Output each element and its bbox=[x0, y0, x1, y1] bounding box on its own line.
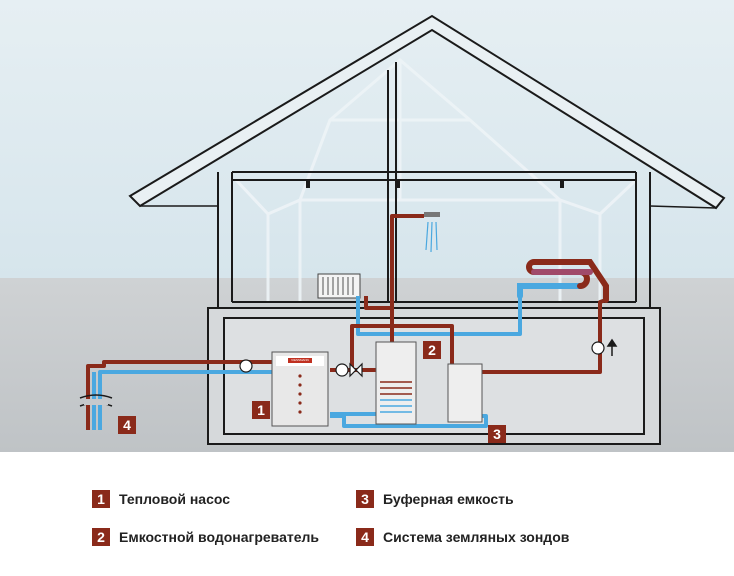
legend-badge: 2 bbox=[92, 528, 110, 546]
legend-label: Тепловой насос bbox=[119, 491, 231, 507]
marker-heat-pump: 1 bbox=[252, 401, 270, 419]
legend-label: Буферная емкость bbox=[383, 491, 514, 507]
legend-item-buffer-tank: 3 Буферная емкость bbox=[356, 490, 514, 508]
legend-item-water-heater: 2 Емкостной водонагреватель bbox=[92, 528, 319, 546]
arrow-up-icon bbox=[606, 338, 618, 356]
shower bbox=[424, 212, 440, 253]
probe-break-gap bbox=[84, 399, 108, 405]
legend-badge: 1 bbox=[92, 490, 110, 508]
radiator bbox=[317, 273, 361, 299]
legend-label: Емкостной водонагреватель bbox=[119, 529, 320, 545]
roof-lines bbox=[140, 205, 717, 209]
marker-buffer-tank: 3 bbox=[488, 425, 506, 443]
floor-heating-coil bbox=[517, 259, 609, 303]
legend-badge: 4 bbox=[356, 528, 374, 546]
heat-pump-unit bbox=[271, 351, 329, 427]
buffer-tank bbox=[447, 363, 483, 423]
legend-item-ground-probes: 4 Система земляных зондов bbox=[356, 528, 569, 546]
water-heater-tank bbox=[375, 341, 417, 425]
valve-icon bbox=[349, 362, 363, 378]
legend-item-heat-pump: 1 Тепловой насос bbox=[92, 490, 230, 508]
circulation-pumps bbox=[239, 341, 605, 377]
legend-label: Система земляных зондов bbox=[383, 529, 570, 545]
legend-badge: 3 bbox=[356, 490, 374, 508]
marker-ground-probes: 4 bbox=[118, 416, 136, 434]
marker-water-heater: 2 bbox=[423, 341, 441, 359]
heat-pump-brand: VIESSMANN bbox=[291, 358, 309, 362]
ceiling-brackets bbox=[306, 180, 564, 188]
cold-pipes bbox=[92, 296, 522, 430]
legend: 1 Тепловой насос 2 Емкостной водонагрева… bbox=[0, 452, 734, 576]
house-illustration bbox=[0, 0, 734, 452]
